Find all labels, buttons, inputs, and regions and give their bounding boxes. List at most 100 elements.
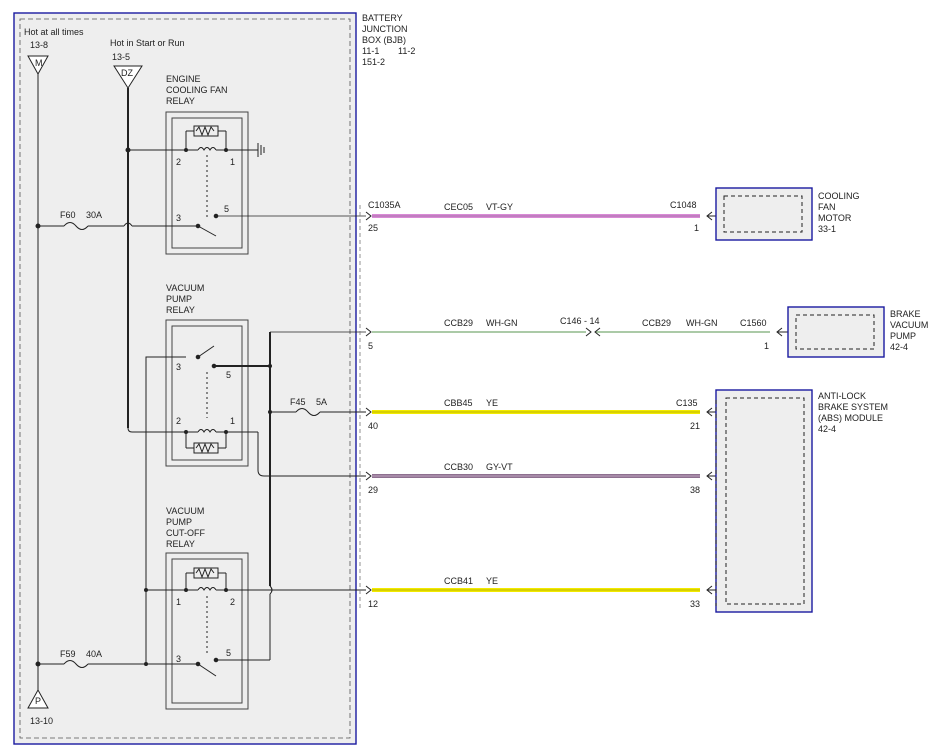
wire3-right-connector: C135 bbox=[676, 398, 698, 408]
bjb-title-3: BOX (BJB) bbox=[362, 35, 406, 45]
vacuum-pump-label-1: BRAKE bbox=[890, 309, 921, 319]
bjb-inner-dashed bbox=[19, 18, 351, 739]
fuse-f59-rating: 40A bbox=[86, 649, 102, 659]
wire2-color-b: WH-GN bbox=[686, 318, 718, 328]
bjb-connector-arrows bbox=[365, 211, 372, 595]
wire2-splice: C146 - 14 bbox=[560, 316, 600, 326]
pump-relay-coil-icon bbox=[185, 429, 227, 454]
hot-ref: 13-8 bbox=[30, 40, 48, 50]
fan-relay-outer bbox=[165, 111, 249, 255]
pump-relay-inner bbox=[171, 325, 243, 461]
wire2-color-a: WH-GN bbox=[486, 318, 518, 328]
wire4-circuit: CCB30 bbox=[444, 462, 473, 472]
pump-relay-title-1: VACUUM bbox=[166, 283, 204, 293]
fuse-f59-name: F59 bbox=[60, 649, 76, 659]
wire1-left-pin: 25 bbox=[368, 223, 378, 233]
fuse-f59-icon bbox=[63, 660, 89, 668]
wire2-circuit-a: CCB29 bbox=[444, 318, 473, 328]
vacuum-pump-label-2: VACUUM bbox=[890, 320, 928, 330]
pump-relay-pin3: 3 bbox=[176, 362, 181, 372]
wire3-circuit: CBB45 bbox=[444, 398, 473, 408]
cutoff-relay-pin1: 1 bbox=[176, 597, 181, 607]
wire1-left-connector: C1035A bbox=[368, 200, 401, 210]
fuse-f60-icon bbox=[63, 222, 89, 230]
fan-motor-ref: 33-1 bbox=[818, 224, 836, 234]
bus-lines bbox=[35, 74, 138, 690]
wire4-color: GY-VT bbox=[486, 462, 513, 472]
abs-label-2: BRAKE SYSTEM bbox=[818, 402, 888, 412]
pump-relay-pin1: 1 bbox=[230, 416, 235, 426]
fuse-f60-name: F60 bbox=[60, 210, 76, 220]
cutoff-relay-pin5: 5 bbox=[226, 648, 231, 658]
hot-at-all-times-label: Hot at all times bbox=[24, 27, 84, 37]
wire5-left-pin: 12 bbox=[368, 599, 378, 609]
ground-ref: 13-10 bbox=[30, 716, 53, 726]
fan-relay-pin1: 1 bbox=[230, 157, 235, 167]
bjb-ref-2: 11-2 bbox=[398, 46, 415, 56]
wire2-circuit-b: CCB29 bbox=[642, 318, 671, 328]
wire3-right-pin: 21 bbox=[690, 421, 700, 431]
ground-icon bbox=[257, 143, 265, 157]
cutoff-relay-pin3: 3 bbox=[176, 654, 181, 664]
pump-relay-pin5: 5 bbox=[226, 370, 231, 380]
wire5-color: YE bbox=[486, 576, 498, 586]
wire1-color: VT-GY bbox=[486, 202, 513, 212]
hot-in-run-label: Hot in Start or Run bbox=[110, 38, 185, 48]
fuse-f60-rating: 30A bbox=[86, 210, 102, 220]
wire2-right-pin: 1 bbox=[764, 341, 769, 351]
fan-relay-pin3: 3 bbox=[176, 213, 181, 223]
fan-relay-pin2: 2 bbox=[176, 157, 181, 167]
bjb-title-2: JUNCTION bbox=[362, 24, 408, 34]
fan-relay-title-1: ENGINE bbox=[166, 74, 201, 84]
wire1-circuit: CEC05 bbox=[444, 202, 473, 212]
wire5-circuit: CCB41 bbox=[444, 576, 473, 586]
cutoff-relay-title-1: VACUUM bbox=[166, 506, 204, 516]
fan-motor-label-3: MOTOR bbox=[818, 213, 852, 223]
wire2-right-connector: C1560 bbox=[740, 318, 767, 328]
wire4-left-pin: 29 bbox=[368, 485, 378, 495]
pump-relay-title-2: PUMP bbox=[166, 294, 192, 304]
vacuum-pump-label-3: PUMP bbox=[890, 331, 916, 341]
fan-relay-inner bbox=[171, 117, 243, 249]
power-code-dz: DZ bbox=[121, 68, 133, 78]
abs-ref: 42-4 bbox=[818, 424, 836, 434]
power-source-dz-icon bbox=[113, 65, 143, 89]
wire4-right-pin: 38 bbox=[690, 485, 700, 495]
wire5-right-pin: 33 bbox=[690, 599, 700, 609]
fan-motor-label-1: COOLING bbox=[818, 191, 860, 201]
cutoff-relay-title-3: CUT-OFF bbox=[166, 528, 205, 538]
cutoff-relay-switch-icon bbox=[186, 657, 219, 677]
bjb-ref-3: 151-2 bbox=[362, 57, 385, 67]
wire1-right-pin: 1 bbox=[694, 223, 699, 233]
cutoff-relay-outer bbox=[165, 552, 249, 710]
cutoff-relay-coil-icon bbox=[185, 567, 227, 656]
abs-label-1: ANTI-LOCK bbox=[818, 391, 866, 401]
bjb-ref-1: 11-1 bbox=[362, 46, 379, 56]
abs-label-3: (ABS) MODULE bbox=[818, 413, 883, 423]
fan-relay-title-2: COOLING FAN bbox=[166, 85, 228, 95]
pump-relay-title-3: RELAY bbox=[166, 305, 195, 315]
fuse-f45-name: F45 bbox=[290, 397, 306, 407]
vacuum-pump-ref: 42-4 bbox=[890, 342, 908, 352]
cutoff-relay-inner bbox=[171, 558, 243, 704]
cutoff-relay-title-4: RELAY bbox=[166, 539, 195, 549]
cutoff-relay-pin2: 2 bbox=[230, 597, 235, 607]
fan-relay-pin5: 5 bbox=[224, 204, 229, 214]
fan-motor-box bbox=[715, 187, 813, 241]
pump-relay-outer bbox=[165, 319, 249, 467]
power-code-m: M bbox=[35, 58, 43, 68]
fan-relay-coil-icon bbox=[185, 125, 227, 220]
fuse-f45-rating: 5A bbox=[316, 397, 327, 407]
bjb-title-1: BATTERY bbox=[362, 13, 403, 23]
fuse-f45-icon bbox=[295, 408, 321, 416]
bjb-box bbox=[13, 12, 357, 745]
pump-relay-pin2: 2 bbox=[176, 416, 181, 426]
fan-motor-label-2: FAN bbox=[818, 202, 836, 212]
power-source-m-icon bbox=[27, 55, 49, 76]
power-code-p: P bbox=[35, 696, 41, 706]
wire3-color: YE bbox=[486, 398, 498, 408]
cutoff-relay-title-2: PUMP bbox=[166, 517, 192, 527]
abs-module-box bbox=[715, 389, 813, 613]
wire2-left-pin: 5 bbox=[368, 341, 373, 351]
